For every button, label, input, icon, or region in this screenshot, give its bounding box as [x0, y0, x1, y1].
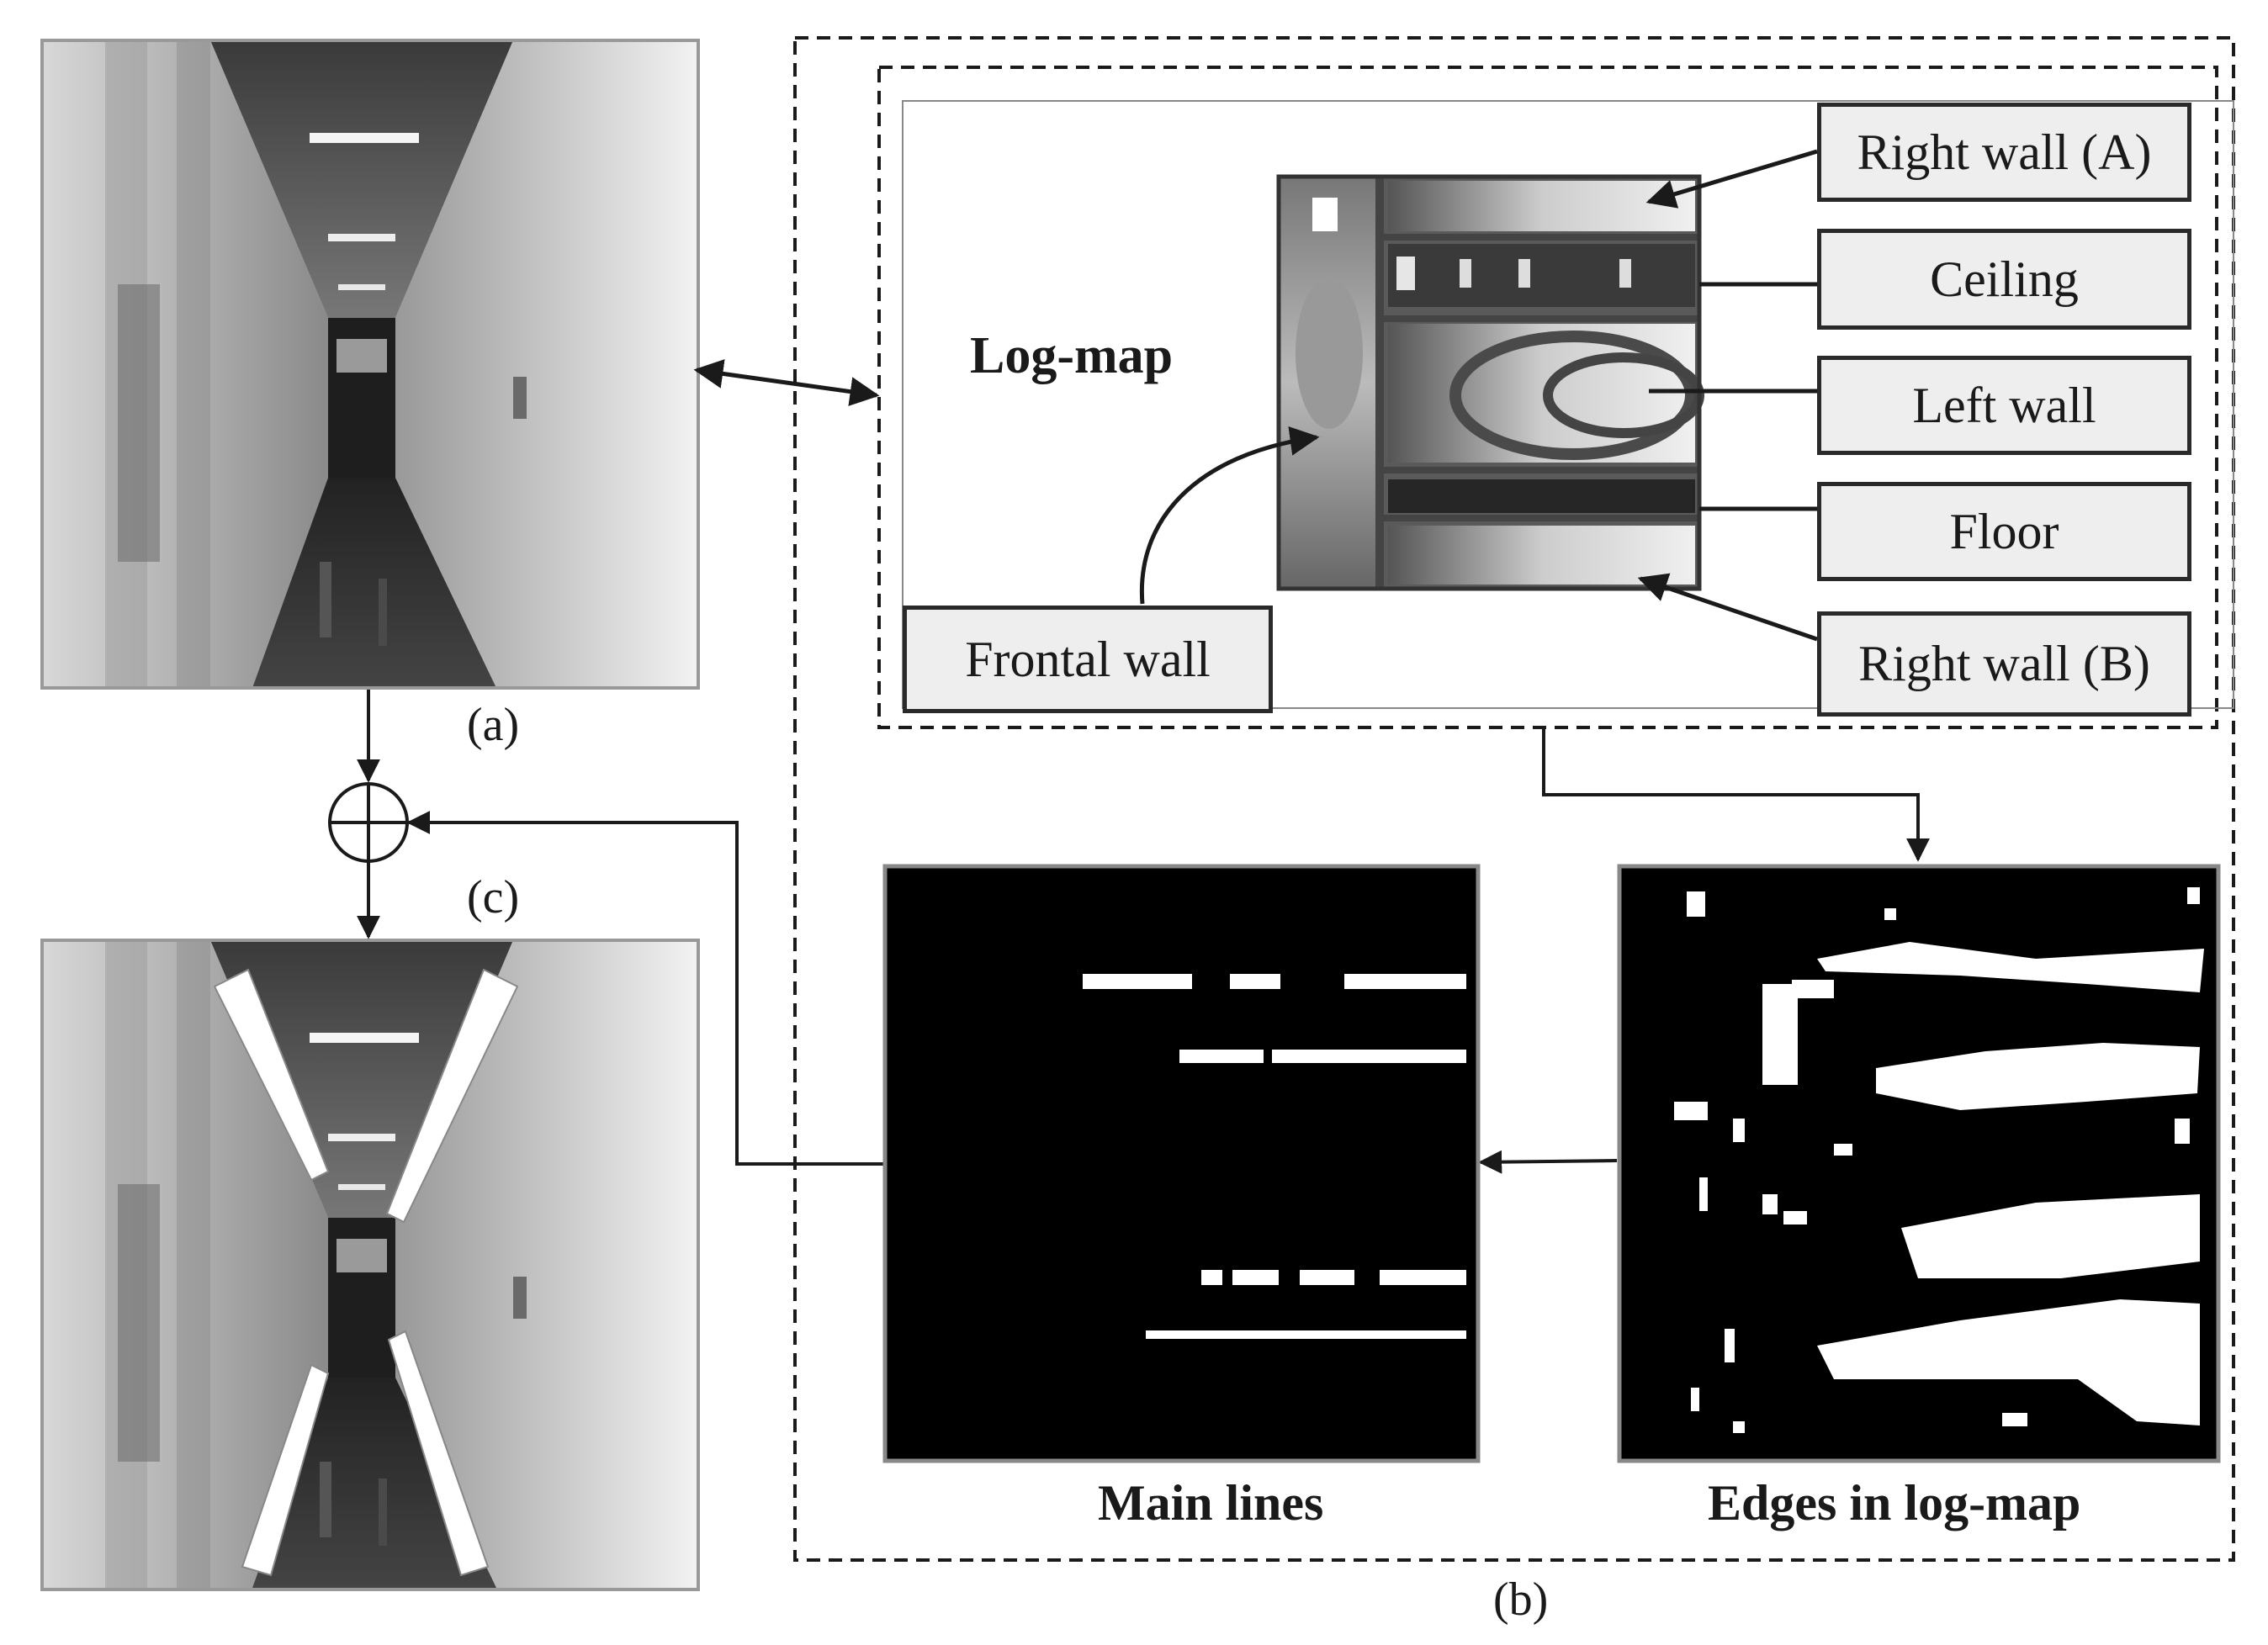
- caption-a: (a): [467, 699, 520, 751]
- label-frontal-wall: Frontal wall: [903, 606, 1273, 713]
- overlay-line-upper-left: [213, 968, 330, 1182]
- label-right-wall-a: Right wall (A): [1817, 103, 2191, 202]
- caption-c: (c): [467, 871, 520, 923]
- arrow-a-logmap: [693, 359, 880, 406]
- edges-panel: [1617, 864, 2221, 1463]
- corridor-image-a: [40, 39, 700, 690]
- arrow-edges-mainlines: [1478, 1150, 1618, 1174]
- label-right-wall-b: Right wall (B): [1817, 611, 2191, 717]
- main-lines-caption: Main lines: [1098, 1475, 1324, 1531]
- arrow-mainlines-sum: [406, 811, 885, 1166]
- overlay-line-lower-right: [387, 1330, 490, 1577]
- corridor-image-c: [40, 939, 700, 1591]
- logmap-image: [1276, 174, 1704, 591]
- dashed-frame-b: [793, 36, 2235, 1562]
- label-floor: Floor: [1817, 482, 2191, 581]
- logmap-frame: [902, 100, 2234, 709]
- arrow-right-wall-b: [1637, 573, 1818, 642]
- main-lines-panel: [882, 864, 1481, 1463]
- label-ceiling: Ceiling: [1817, 229, 2191, 330]
- overlay-line-upper-right: [385, 968, 519, 1224]
- arrow-frontal-wall: [1139, 426, 1320, 605]
- logmap-title: Log-map: [970, 327, 1174, 384]
- arrow-right-wall-a: [1645, 149, 1818, 209]
- caption-b: (b): [1493, 1574, 1549, 1626]
- sum-symbol: [328, 782, 409, 863]
- label-left-wall: Left wall: [1817, 356, 2191, 455]
- edges-caption: Edges in log-map: [1708, 1475, 2081, 1531]
- arrow-logmap-edges: [1542, 727, 1930, 862]
- overlay-line-lower-left: [241, 1363, 330, 1577]
